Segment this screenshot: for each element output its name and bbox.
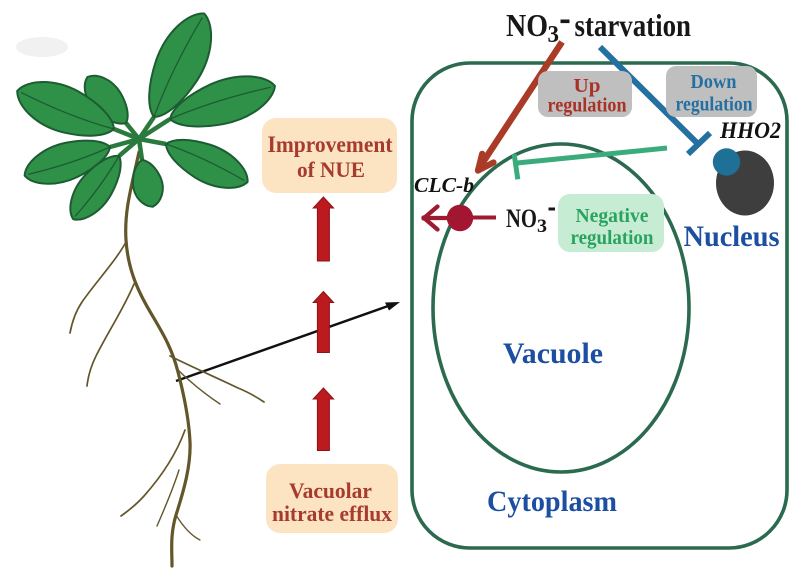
svg-text:3: 3 (548, 22, 560, 48)
svg-text:CLC-b: CLC-b (414, 173, 474, 197)
svg-text:Improvement: Improvement (268, 132, 393, 157)
svg-text:Vacuole: Vacuole (503, 337, 603, 370)
svg-text:regulation: regulation (548, 95, 627, 117)
svg-text:Up: Up (574, 75, 601, 97)
svg-text:regulation: regulation (676, 94, 753, 116)
svg-text:HHO2: HHO2 (719, 118, 781, 143)
svg-text:3: 3 (537, 216, 547, 237)
svg-text:nitrate efflux: nitrate efflux (272, 501, 392, 526)
svg-text:Vacuolar: Vacuolar (289, 478, 372, 503)
svg-text:starvation: starvation (575, 7, 692, 43)
svg-text:NO: NO (506, 204, 537, 233)
svg-text:NO: NO (506, 7, 548, 43)
svg-text:Cytoplasm: Cytoplasm (487, 485, 617, 518)
svg-text:of NUE: of NUE (297, 157, 365, 182)
svg-text:Negative: Negative (576, 205, 649, 227)
svg-text:Nucleus: Nucleus (684, 220, 780, 253)
svg-text:Down: Down (691, 71, 737, 93)
svg-text:regulation: regulation (571, 227, 654, 249)
